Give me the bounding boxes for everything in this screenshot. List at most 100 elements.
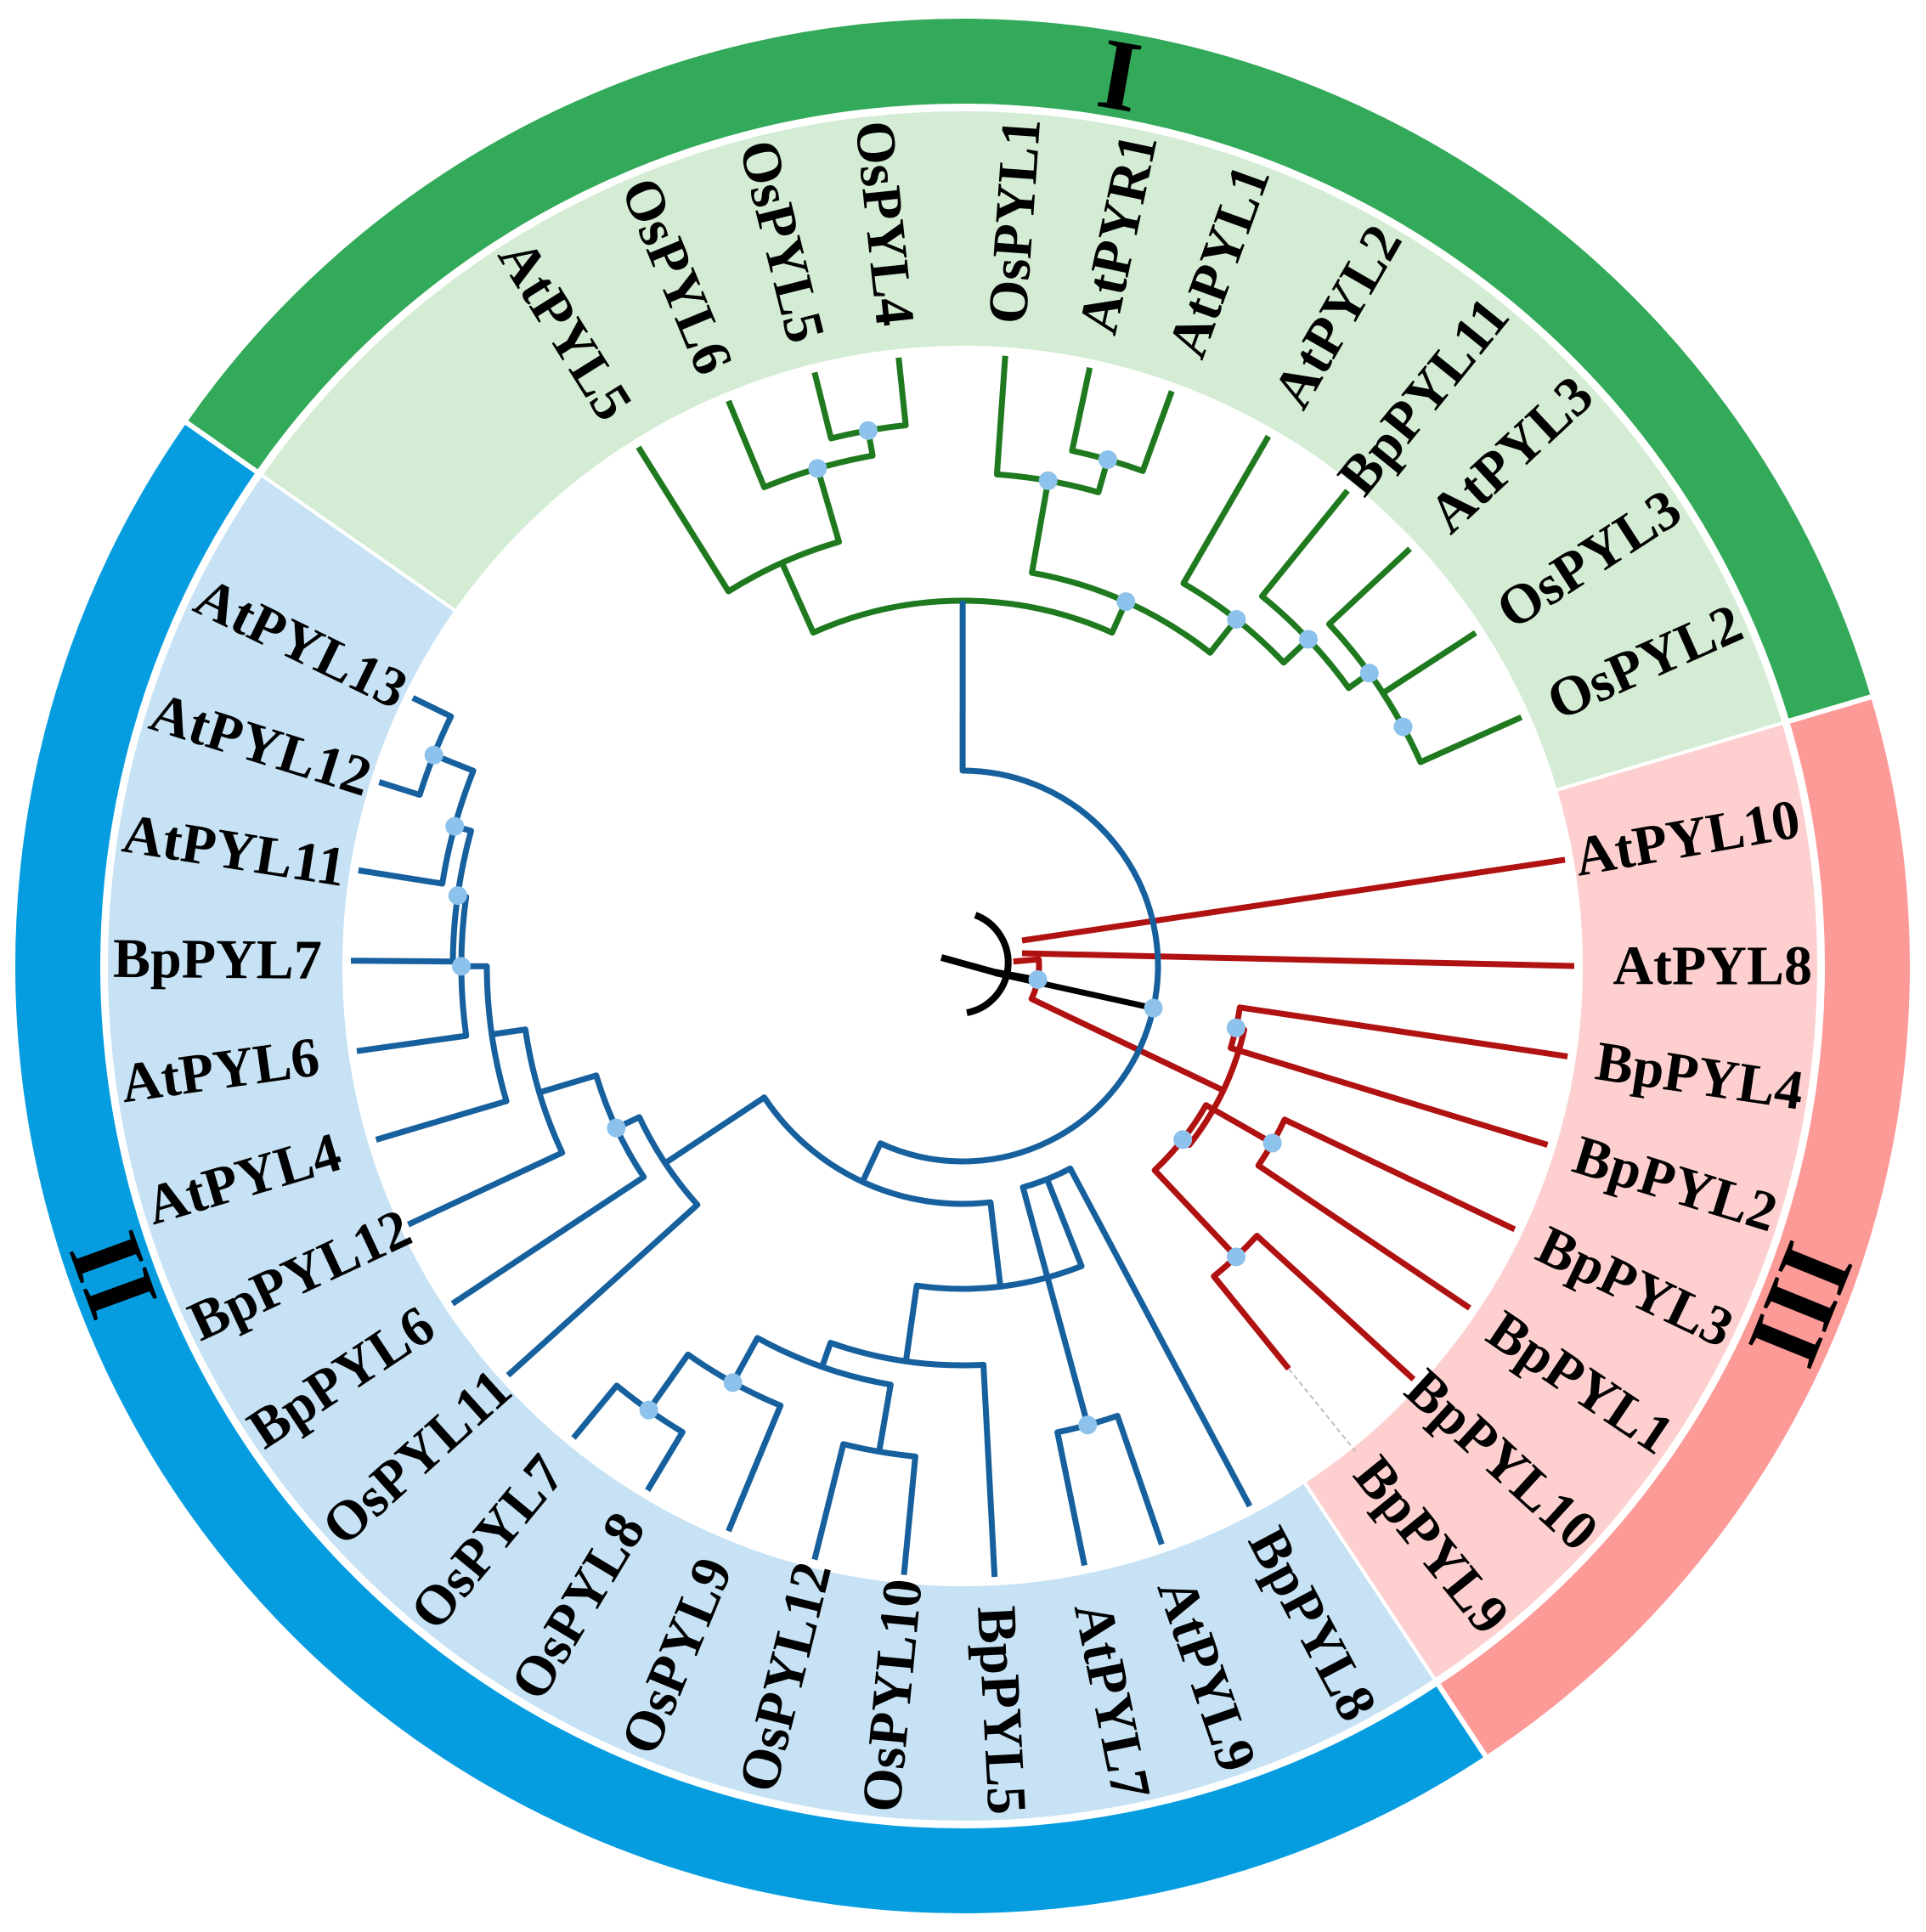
branch-BpPYL12: [406, 1150, 564, 1228]
branch-BpPYL7: [350, 958, 454, 965]
leader-lines: [1288, 1368, 1357, 1452]
branch-AtPYL10: [1021, 856, 1566, 944]
branch-AtPYL5: [635, 445, 731, 593]
branch-OsPYL11: [506, 1202, 700, 1378]
clade-ring-II: [10, 417, 1491, 1918]
bootstrap-dot-I_23: [1393, 717, 1413, 737]
branch-OsPYL3: [1381, 630, 1477, 696]
branch-AtPYL2: [1180, 434, 1272, 585]
bootstrap-dot-I_A2: [1227, 609, 1246, 629]
branch-AtPYR1: [1069, 367, 1093, 452]
bootstrap-dot-II_I: [1144, 998, 1163, 1018]
clade-band-III: [1302, 720, 1821, 1683]
branch-OsPYL2: [1419, 714, 1523, 765]
bootstrap-dots: [424, 421, 1413, 1435]
branch-I_5: [779, 561, 816, 634]
bootstrap-dot-III_c: [1262, 1133, 1282, 1153]
branch-BpPYL10: [1255, 1233, 1416, 1382]
bootstrap-dot-III_g: [1028, 970, 1048, 990]
root-branch: [940, 954, 998, 976]
bootstrap-dot-II_11: [445, 816, 465, 836]
branch-OsPYL7: [571, 1383, 619, 1440]
bootstrap-dot-II_6: [452, 957, 472, 976]
clade-band-II: [104, 472, 1438, 1824]
branch-OsPYL8: [645, 1430, 686, 1492]
branch-III_d: [1152, 1167, 1239, 1259]
branch-AtPYL13: [411, 695, 453, 720]
branch-II_OSc: [819, 1342, 833, 1369]
branch-OsPYL9: [726, 1404, 783, 1533]
branch-II_B5: [902, 1285, 920, 1362]
bootstrap-dot-III_e: [1173, 1130, 1193, 1150]
bootstrap-dot-II_OS78: [639, 1400, 658, 1420]
inner-clade-band: [104, 108, 1821, 1824]
branch-BpPYL11: [1259, 489, 1350, 599]
branch-II_OS78: [646, 1353, 691, 1412]
branch-AtPYL6: [356, 1032, 467, 1054]
branch-II_top: [860, 1142, 884, 1183]
bootstrap-dot-I_A3: [1359, 664, 1379, 683]
leaf-label-BpPYL7: BpPYL7: [113, 928, 322, 991]
branch-AtPYL9: [1115, 1415, 1165, 1545]
branch-AtPYL4: [375, 1098, 508, 1143]
branch-AtPYL3: [1327, 546, 1412, 627]
branch-BpPYL1: [1257, 1162, 1471, 1311]
bootstrap-dot-I_O1: [1038, 471, 1058, 490]
branch-II_I: [995, 970, 1155, 1011]
tree-branches: [350, 355, 1575, 1578]
branch-OsPYL6: [726, 399, 767, 489]
branch-OsPYL5: [811, 371, 834, 439]
branch-AtPYL11: [358, 867, 443, 887]
branch-AtPYL8: [1021, 950, 1575, 969]
node-arc-I_5: [725, 539, 842, 595]
bootstrap-dot-II_OS9: [723, 1373, 743, 1393]
branch-BpPYL4: [1239, 1004, 1568, 1059]
bootstrap-dot-II_AT79: [1078, 1415, 1098, 1435]
branch-II_4: [491, 1026, 526, 1037]
root-node: [966, 912, 1012, 1016]
branch-AtPYL1: [1139, 390, 1175, 472]
branch-BpPYL2: [1229, 1045, 1549, 1148]
clade-band-I: [258, 108, 1786, 793]
branch-AtPYL12: [378, 779, 421, 798]
branch-BpPYL9: [1212, 1274, 1291, 1371]
bootstrap-dot-I_45: [858, 421, 878, 440]
branch-BpPYL6: [450, 1174, 646, 1307]
branch-II_OS1012: [876, 1384, 894, 1453]
outer-clade-ring: [10, 14, 1915, 1918]
branch-I_O1: [1029, 480, 1052, 573]
bootstrap-dot-I_big: [1116, 592, 1136, 612]
bootstrap-dot-I_456: [808, 459, 827, 478]
branch-OsPYL12: [811, 1443, 847, 1561]
leaf-label-AtPYL8: AtPYL8: [1613, 935, 1812, 997]
node-arc-II_B8: [1019, 1165, 1074, 1190]
branch-BpPYL5: [980, 1364, 998, 1578]
branch-II_OSg: [987, 1201, 1004, 1287]
leader-BpPYL9: [1288, 1368, 1357, 1452]
bootstrap-dot-III_b: [1226, 1018, 1245, 1037]
branch-BpPYL8: [1067, 1167, 1253, 1508]
branch-OsPYL10: [901, 1455, 918, 1576]
bootstrap-dot-I_R1: [1098, 450, 1117, 470]
leaf-label-OsPYL1: OsPYL1: [976, 116, 1053, 326]
bootstrap-dot-II_B6: [607, 1118, 626, 1138]
bootstrap-dot-II_1213: [424, 745, 443, 765]
node-arc-III_f: [1186, 1026, 1248, 1148]
branch-I_456: [814, 467, 842, 543]
leaf-label-BpPYL5: BpPYL5: [965, 1604, 1038, 1816]
bootstrap-dot-III_d: [1227, 1247, 1246, 1267]
branch-II_12: [538, 1072, 597, 1096]
branch-OsPYL1: [993, 355, 1008, 475]
branch-III_f: [1030, 996, 1225, 1093]
branch-BpPYL3: [1283, 1116, 1517, 1233]
branch-OsPYL4: [895, 357, 909, 426]
branch-AtPYL7: [1054, 1432, 1087, 1567]
branch-II_B8: [1044, 1178, 1085, 1268]
branch-III_a: [1013, 956, 1039, 965]
branch-II_AT79: [1019, 1186, 1091, 1426]
branch-II_O11: [663, 1094, 766, 1166]
bootstrap-dot-I_B11: [1299, 630, 1319, 649]
branch-III_c: [1204, 1102, 1274, 1146]
bootstrap-dot-II_7: [448, 886, 467, 906]
